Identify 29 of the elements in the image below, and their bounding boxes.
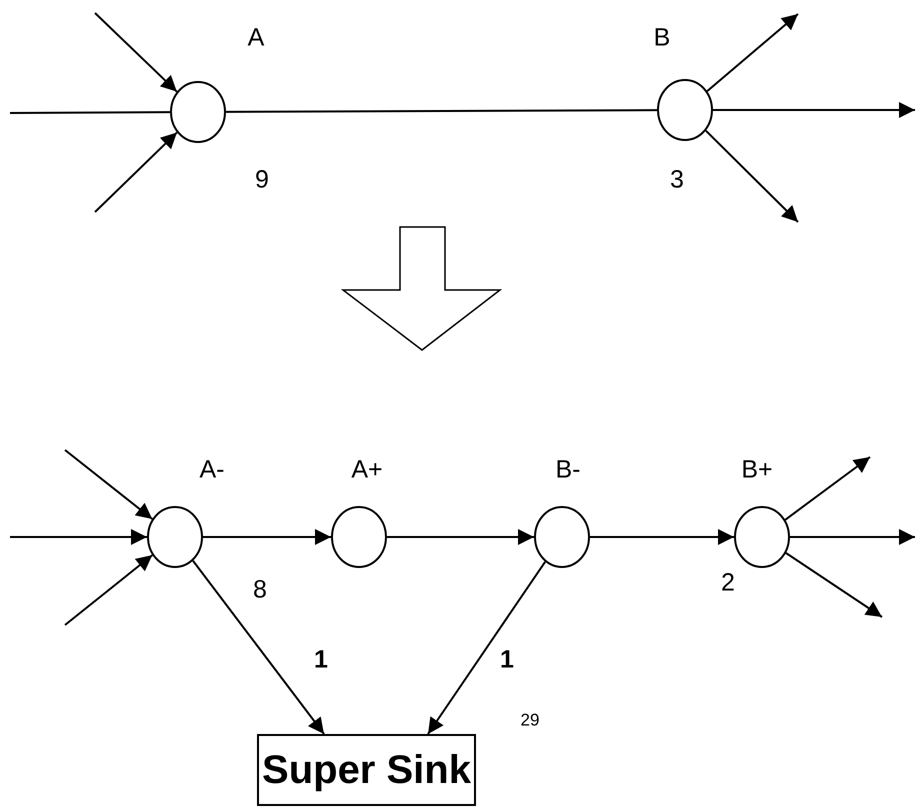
arrow xyxy=(713,102,915,118)
node-annotation: 2 xyxy=(721,570,735,596)
node-annotation: B xyxy=(654,26,670,50)
node-annotation: A- xyxy=(200,458,224,482)
arrow xyxy=(94,12,178,92)
arrow xyxy=(192,560,325,735)
arrow xyxy=(427,561,546,735)
node-annotation: 9 xyxy=(255,168,269,192)
arrow xyxy=(64,554,153,626)
arrow xyxy=(790,529,915,545)
arrow xyxy=(705,130,799,223)
node-annotation: A xyxy=(248,26,264,50)
node-annotation: B- xyxy=(556,458,580,482)
node-label: Super Sink xyxy=(262,748,471,792)
node-annotation: 8 xyxy=(253,578,267,602)
arrow xyxy=(64,449,153,520)
page-number: 29 xyxy=(520,712,540,728)
arrow xyxy=(203,529,331,545)
arrow xyxy=(94,132,178,213)
arrow xyxy=(785,552,883,618)
node-annotation: A+ xyxy=(351,458,383,482)
arrow xyxy=(387,529,534,545)
arrow xyxy=(784,456,871,521)
node-annotation: B+ xyxy=(741,458,773,482)
arrow xyxy=(590,529,734,545)
node-annotation: 3 xyxy=(670,168,684,192)
arrow xyxy=(10,529,147,545)
arrow xyxy=(706,13,799,92)
sink-box xyxy=(257,734,476,806)
